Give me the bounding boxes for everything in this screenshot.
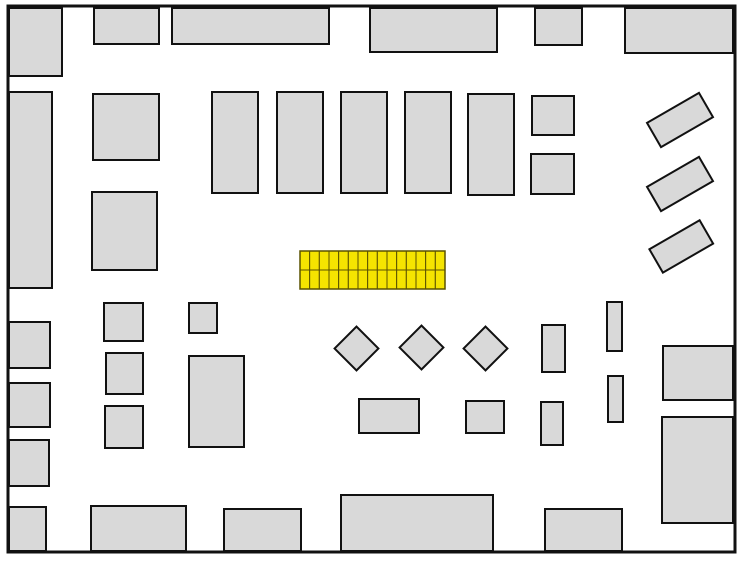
lower-left-square-1[interactable] bbox=[103, 302, 144, 342]
right-block-1[interactable] bbox=[662, 345, 734, 401]
top-block-3[interactable] bbox=[369, 7, 498, 53]
top-block-5[interactable] bbox=[624, 7, 734, 54]
top-block-4[interactable] bbox=[534, 7, 583, 46]
highlight-cell[interactable] bbox=[434, 269, 446, 290]
post-4[interactable] bbox=[607, 375, 624, 423]
highlight-cell[interactable] bbox=[425, 269, 436, 290]
mid-left-square[interactable] bbox=[91, 191, 158, 271]
highlight-cell[interactable] bbox=[405, 269, 417, 290]
angled-block-1[interactable] bbox=[645, 91, 715, 149]
highlight-cell[interactable] bbox=[386, 250, 398, 271]
highlight-cell[interactable] bbox=[386, 269, 398, 290]
small-square-lower[interactable] bbox=[530, 153, 575, 195]
diamond-3[interactable] bbox=[462, 325, 509, 372]
bottom-block-3[interactable] bbox=[340, 494, 494, 552]
diamond-2[interactable] bbox=[398, 324, 445, 371]
post-1[interactable] bbox=[541, 324, 566, 373]
highlight-cell[interactable] bbox=[415, 250, 427, 271]
highlight-cell[interactable] bbox=[318, 269, 330, 290]
highlight-cell[interactable] bbox=[309, 250, 320, 271]
shelf-3[interactable] bbox=[340, 91, 388, 194]
highlight-cell[interactable] bbox=[405, 250, 417, 271]
diamond-1[interactable] bbox=[333, 325, 380, 372]
highlight-cell[interactable] bbox=[396, 269, 407, 290]
bottom-block-2[interactable] bbox=[223, 508, 302, 552]
highlight-cell[interactable] bbox=[357, 269, 369, 290]
bottom-block-1[interactable] bbox=[90, 505, 187, 552]
post-2[interactable] bbox=[540, 401, 564, 446]
highlight-cell[interactable] bbox=[338, 250, 349, 271]
highlight-cell[interactable] bbox=[357, 250, 369, 271]
left-bottom-block[interactable] bbox=[8, 506, 47, 552]
bottom-block-4[interactable] bbox=[544, 508, 623, 552]
angled-block-3[interactable] bbox=[648, 218, 715, 274]
shelf-5[interactable] bbox=[467, 93, 515, 196]
large-rectangle-center-left[interactable] bbox=[188, 355, 245, 448]
highlight-cell[interactable] bbox=[328, 250, 340, 271]
highlight-cell[interactable] bbox=[396, 250, 407, 271]
highlight-cell[interactable] bbox=[299, 269, 311, 290]
left-tall-block[interactable] bbox=[8, 91, 53, 289]
left-block-3[interactable] bbox=[8, 439, 50, 487]
highlight-cell[interactable] bbox=[318, 250, 330, 271]
highlight-cell[interactable] bbox=[425, 250, 436, 271]
highlight-cell[interactable] bbox=[367, 250, 378, 271]
top-block-2[interactable] bbox=[171, 7, 330, 45]
left-block-1[interactable] bbox=[8, 321, 51, 369]
highlight-cell[interactable] bbox=[415, 269, 427, 290]
post-3[interactable] bbox=[606, 301, 623, 352]
lower-left-square-2[interactable] bbox=[105, 352, 144, 395]
lower-left-square-3[interactable] bbox=[104, 405, 144, 449]
highlighted-grid[interactable] bbox=[299, 250, 446, 290]
shelf-1[interactable] bbox=[211, 91, 259, 194]
low-rectangle-2[interactable] bbox=[465, 400, 505, 434]
highlight-cell[interactable] bbox=[309, 269, 320, 290]
right-block-2[interactable] bbox=[661, 416, 734, 524]
shelf-4[interactable] bbox=[404, 91, 452, 194]
small-square-upper[interactable] bbox=[531, 95, 575, 136]
highlight-cell[interactable] bbox=[434, 250, 446, 271]
angled-block-2[interactable] bbox=[645, 155, 715, 213]
highlight-cell[interactable] bbox=[376, 269, 388, 290]
left-top-block[interactable] bbox=[8, 7, 63, 77]
highlight-cell[interactable] bbox=[376, 250, 388, 271]
highlight-cell[interactable] bbox=[347, 250, 359, 271]
highlight-cell[interactable] bbox=[367, 269, 378, 290]
highlight-cell[interactable] bbox=[338, 269, 349, 290]
upper-left-square[interactable] bbox=[92, 93, 160, 161]
top-block-1[interactable] bbox=[93, 7, 160, 45]
highlight-cell[interactable] bbox=[328, 269, 340, 290]
shelf-2[interactable] bbox=[276, 91, 324, 194]
low-rectangle-1[interactable] bbox=[358, 398, 420, 434]
highlight-grid-outline bbox=[299, 250, 446, 290]
small-square-center-left[interactable] bbox=[188, 302, 218, 334]
highlight-cell[interactable] bbox=[347, 269, 359, 290]
highlight-cell[interactable] bbox=[299, 250, 311, 271]
left-block-2[interactable] bbox=[8, 382, 51, 428]
